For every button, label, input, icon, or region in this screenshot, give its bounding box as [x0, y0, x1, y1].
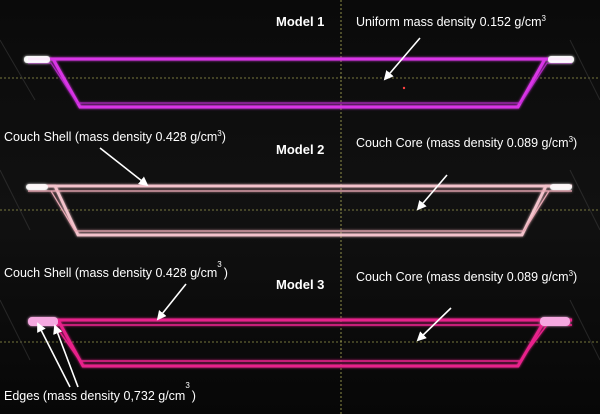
model-2-core-label: Couch Core (mass density 0.089 g/cm3)	[356, 135, 577, 150]
arrow-model-3-core	[416, 307, 452, 342]
model-3-couch	[28, 317, 572, 368]
model-3-edges-label: Edges (mass density 0,732 g/cm3)	[4, 381, 196, 403]
model-1-title: Model 1	[276, 14, 324, 29]
arrow-model-3-shell	[156, 283, 187, 321]
model-2-shell-label: Couch Shell (mass density 0.428 g/cm3)	[4, 129, 226, 144]
model-2-couch	[26, 184, 572, 237]
arrow-model-3-edge-left	[37, 322, 71, 388]
model-3-right-edge	[540, 317, 570, 326]
model-3-left-edge	[28, 317, 58, 326]
model-1-uniform-label: Uniform mass density 0.152 g/cm3	[356, 14, 547, 29]
scan-artifacts	[0, 39, 600, 361]
arrow-model-2-shell	[99, 147, 149, 187]
model-3-shell-label: Couch Shell (mass density 0.428 g/cm3)	[4, 260, 228, 280]
model-1-couch	[24, 56, 574, 109]
annotation-arrows	[37, 37, 452, 388]
marker-dot	[402, 86, 406, 90]
arrow-model-3-edge-right	[53, 324, 79, 388]
arrow-model-2-core	[416, 174, 448, 211]
model-3-title: Model 3	[276, 277, 324, 292]
model-3-core-label: Couch Core (mass density 0.089 g/cm3)	[356, 269, 577, 284]
arrow-model-1-uniform	[383, 37, 421, 81]
model-2-title: Model 2	[276, 142, 324, 157]
